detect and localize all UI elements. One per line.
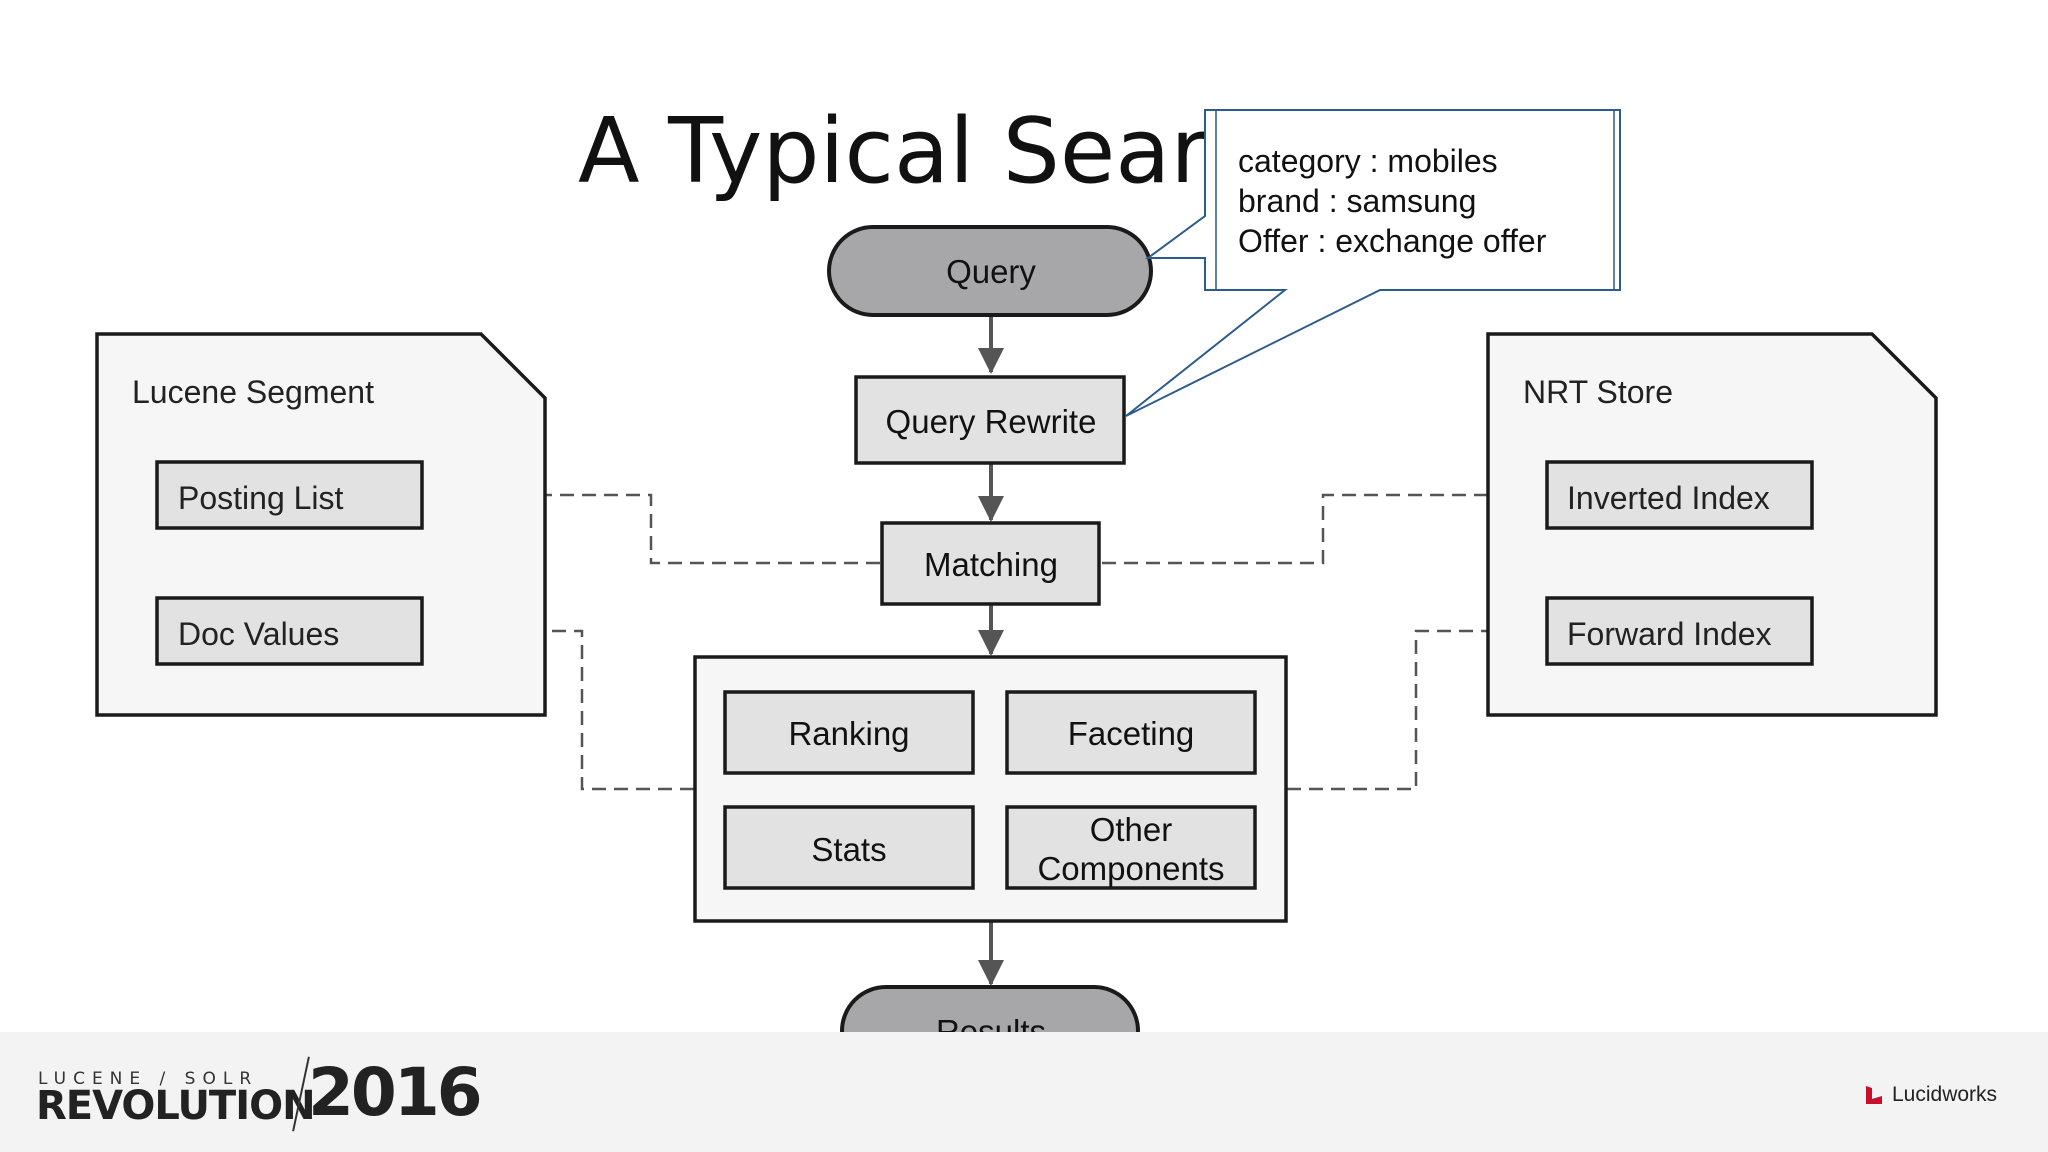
ranking-label: Ranking	[788, 715, 909, 752]
forward-index-box[interactable]	[1545, 596, 1814, 666]
connector-components-to-forward-index	[1287, 618, 1547, 791]
stats-label: Stats	[811, 831, 886, 868]
query-rewrite-label: Query Rewrite	[886, 403, 1097, 440]
lucene-segment-panel: Lucene Segment Posting List Doc Values	[95, 332, 547, 717]
components-container: Ranking Faceting Stats Other Components	[693, 655, 1288, 923]
other-components-label-line2: Components	[1037, 850, 1224, 887]
brand-lucene-solr: LUCENE / SOLR	[38, 1069, 259, 1089]
lucidworks-logo-icon	[1866, 1086, 1882, 1104]
posting-list-box[interactable]	[155, 460, 424, 530]
stats-node[interactable]	[723, 805, 975, 890]
posting-list-label: Posting List	[178, 480, 344, 516]
slide-footer	[0, 1032, 2048, 1152]
inverted-index-box[interactable]	[1545, 460, 1814, 530]
query-callout: category : mobiles brand : samsung Offer…	[1125, 109, 1621, 417]
lucidworks-wordmark: Lucidworks	[1892, 1083, 1998, 1106]
brand-year: 2016	[308, 1054, 483, 1131]
connector-matching-to-posting-list	[422, 482, 880, 565]
doc-values-label: Doc Values	[178, 616, 339, 652]
matching-node[interactable]	[880, 521, 1101, 606]
faceting-node[interactable]	[1005, 690, 1257, 775]
query-rewrite-node[interactable]	[854, 375, 1126, 465]
forward-index-label: Forward Index	[1567, 616, 1772, 652]
other-components-node[interactable]	[1005, 805, 1257, 890]
brand-revolution: REVOLUTION	[36, 1083, 316, 1129]
lucene-segment-title: Lucene Segment	[132, 374, 374, 410]
nrt-store-panel: NRT Store Inverted Index Forward Index	[1486, 332, 1938, 717]
callout-line-brand: brand : samsung	[1238, 183, 1476, 219]
slide-title: A Typical Searc	[578, 99, 1255, 204]
callout-line-category: category : mobiles	[1238, 143, 1498, 179]
connector-matching-to-inverted-index	[1102, 482, 1547, 565]
inverted-index-label: Inverted Index	[1567, 480, 1770, 516]
matching-label: Matching	[924, 546, 1058, 583]
faceting-label: Faceting	[1068, 715, 1195, 752]
query-node[interactable]	[827, 225, 1153, 317]
query-label: Query	[946, 253, 1036, 290]
doc-values-box[interactable]	[155, 596, 424, 666]
dashed-connectors	[422, 482, 1547, 791]
connector-components-to-doc-values	[422, 618, 694, 791]
ranking-node[interactable]	[723, 690, 975, 775]
nrt-store-title: NRT Store	[1523, 374, 1673, 410]
other-components-label-line1: Other	[1090, 811, 1173, 848]
callout-line-offer: Offer : exchange offer	[1238, 223, 1547, 259]
